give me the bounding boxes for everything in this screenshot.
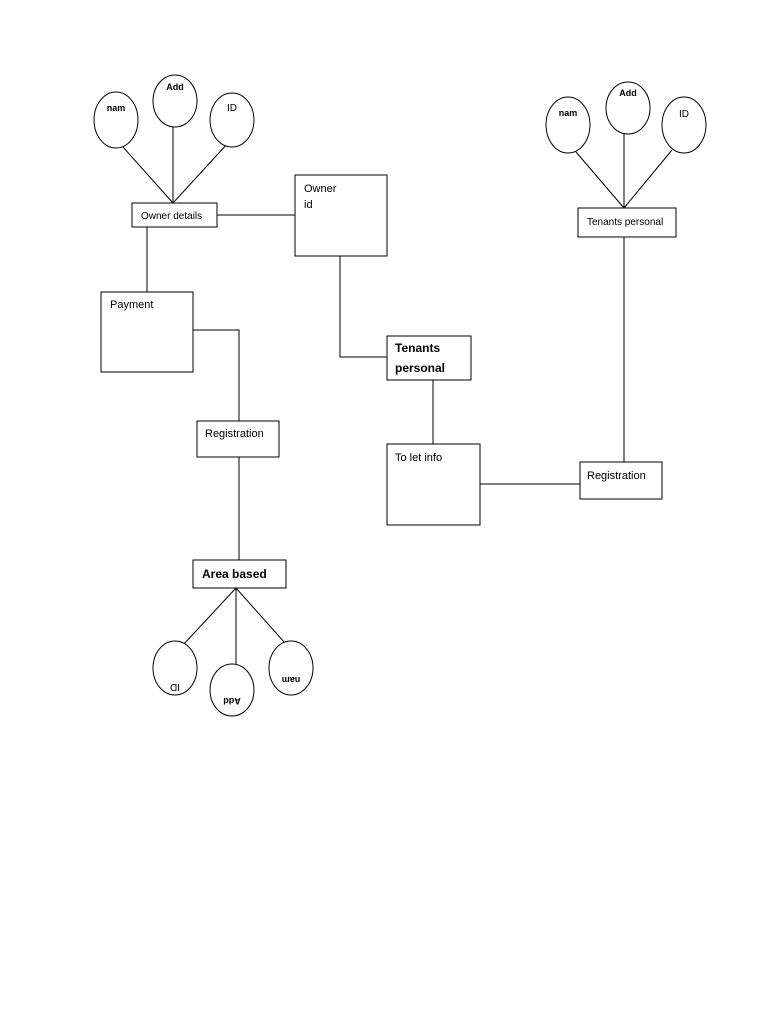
entity-registration-right: Registration <box>579 461 663 500</box>
area-attribute-id: ID <box>152 640 198 696</box>
tenants-personal-top-label: Tenants personal <box>587 217 663 228</box>
tenants-personal-mid-line2: personal <box>395 361 445 375</box>
edge-payment-registration <box>193 329 240 421</box>
tenants-attribute-add: Add <box>605 81 651 135</box>
owner-attr-add-label: Add <box>166 82 184 92</box>
registration-right-label: Registration <box>587 470 646 482</box>
area-attr-nam-label: nam <box>282 675 301 685</box>
owner-id-label-line2: id <box>304 199 313 211</box>
tenants-attribute-id: ID <box>661 96 707 154</box>
entity-to-let-info: To let info <box>386 443 481 526</box>
entity-tenants-personal-mid: Tenants personal <box>386 335 472 381</box>
edge-owner-id <box>172 142 229 204</box>
tenants-attribute-nam: nam <box>545 96 591 154</box>
entity-owner-details: Owner details <box>131 202 218 228</box>
owner-attribute-nam: nam <box>93 91 139 149</box>
owner-details-label: Owner details <box>141 211 202 222</box>
owner-attr-nam-label: nam <box>107 103 126 113</box>
entity-registration-left: Registration <box>196 420 280 458</box>
area-attribute-nam: nam <box>268 640 314 696</box>
entity-owner-id: Owner id <box>294 174 388 257</box>
edge-tenants-nam <box>575 151 625 209</box>
owner-attribute-add: Add <box>152 74 198 128</box>
owner-attribute-id: ID <box>209 92 255 148</box>
edge-owner-nam <box>122 146 174 204</box>
area-attr-id-label: ID <box>170 681 180 692</box>
payment-label: Payment <box>110 299 153 311</box>
edge-ownerid-tenants <box>339 256 387 358</box>
tenants-personal-mid-line1: Tenants <box>395 341 440 355</box>
area-attribute-add: Add <box>209 663 255 717</box>
entity-tenants-personal-top: Tenants personal <box>577 207 677 238</box>
edge-tenants-id <box>623 149 673 209</box>
to-let-info-label: To let info <box>395 452 442 464</box>
entity-payment: Payment <box>100 291 194 373</box>
tenants-attr-add-label: Add <box>619 88 637 98</box>
tenants-attr-nam-label: nam <box>559 108 578 118</box>
edge-area-id <box>182 587 237 646</box>
tenants-attr-id-label: ID <box>679 109 689 120</box>
entity-area-based: Area based <box>192 559 287 589</box>
owner-attr-id-label: ID <box>227 103 237 114</box>
registration-left-label: Registration <box>205 428 264 440</box>
area-based-label: Area based <box>202 567 267 581</box>
owner-id-label-line1: Owner <box>304 183 337 195</box>
area-attr-add-label: Add <box>223 696 241 706</box>
edge-area-nam <box>235 587 286 644</box>
connectors <box>122 127 673 666</box>
